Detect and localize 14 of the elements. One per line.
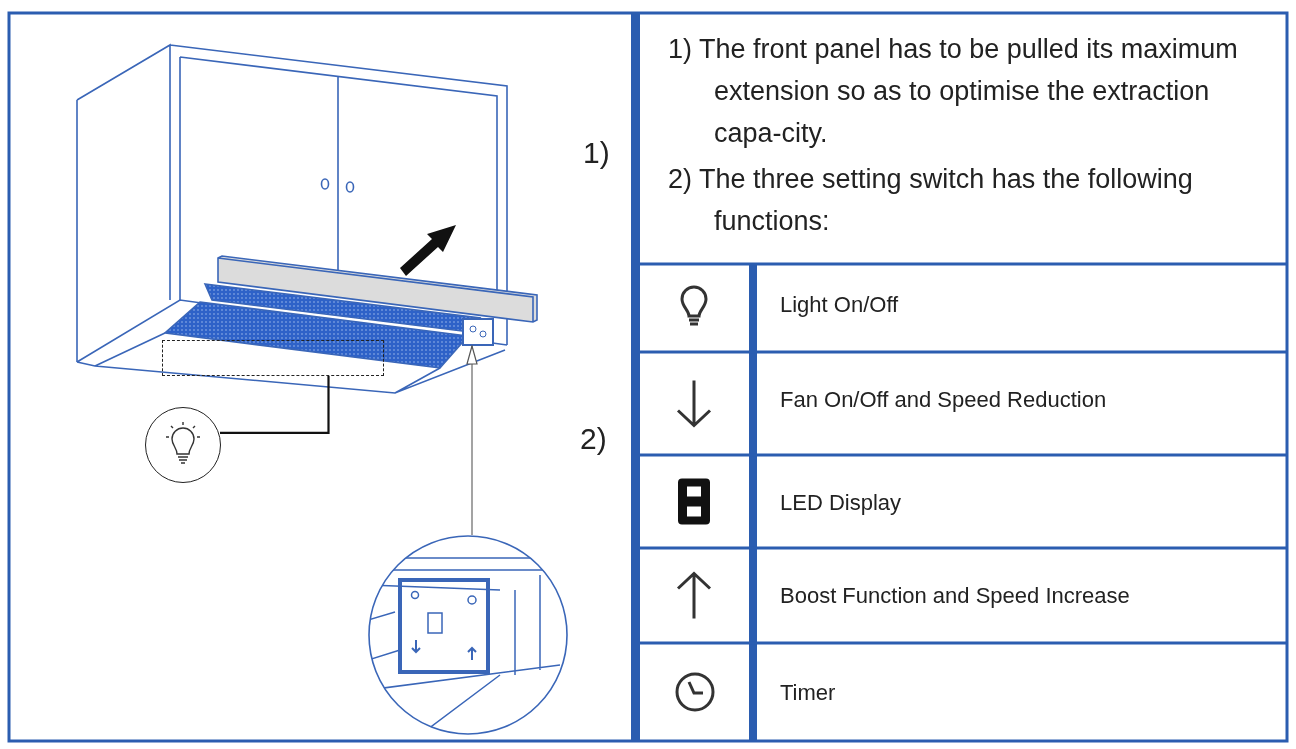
function-label: Light On/Off (780, 292, 900, 318)
light-strip (162, 340, 384, 376)
instruction-text: 1) The front panel has to be pulled its maximum extension so as to optimise the extraction capa-city. (668, 33, 1239, 150)
function-label: Boost Function and Speed Increase (780, 583, 1131, 609)
detail-view-drawing (368, 535, 568, 735)
arrow (466, 345, 478, 536)
instruction-text: 2) The three setting switch has the following functions: (668, 163, 1194, 238)
step-number: 1) (583, 136, 610, 170)
step-number: 2) (580, 422, 607, 456)
control-panel (462, 318, 494, 346)
function-label: Fan On/Off and Speed Reduction (780, 387, 1108, 413)
function-label: LED Display (780, 490, 903, 516)
function-label: Timer (780, 680, 837, 706)
leader-line (220, 376, 330, 434)
